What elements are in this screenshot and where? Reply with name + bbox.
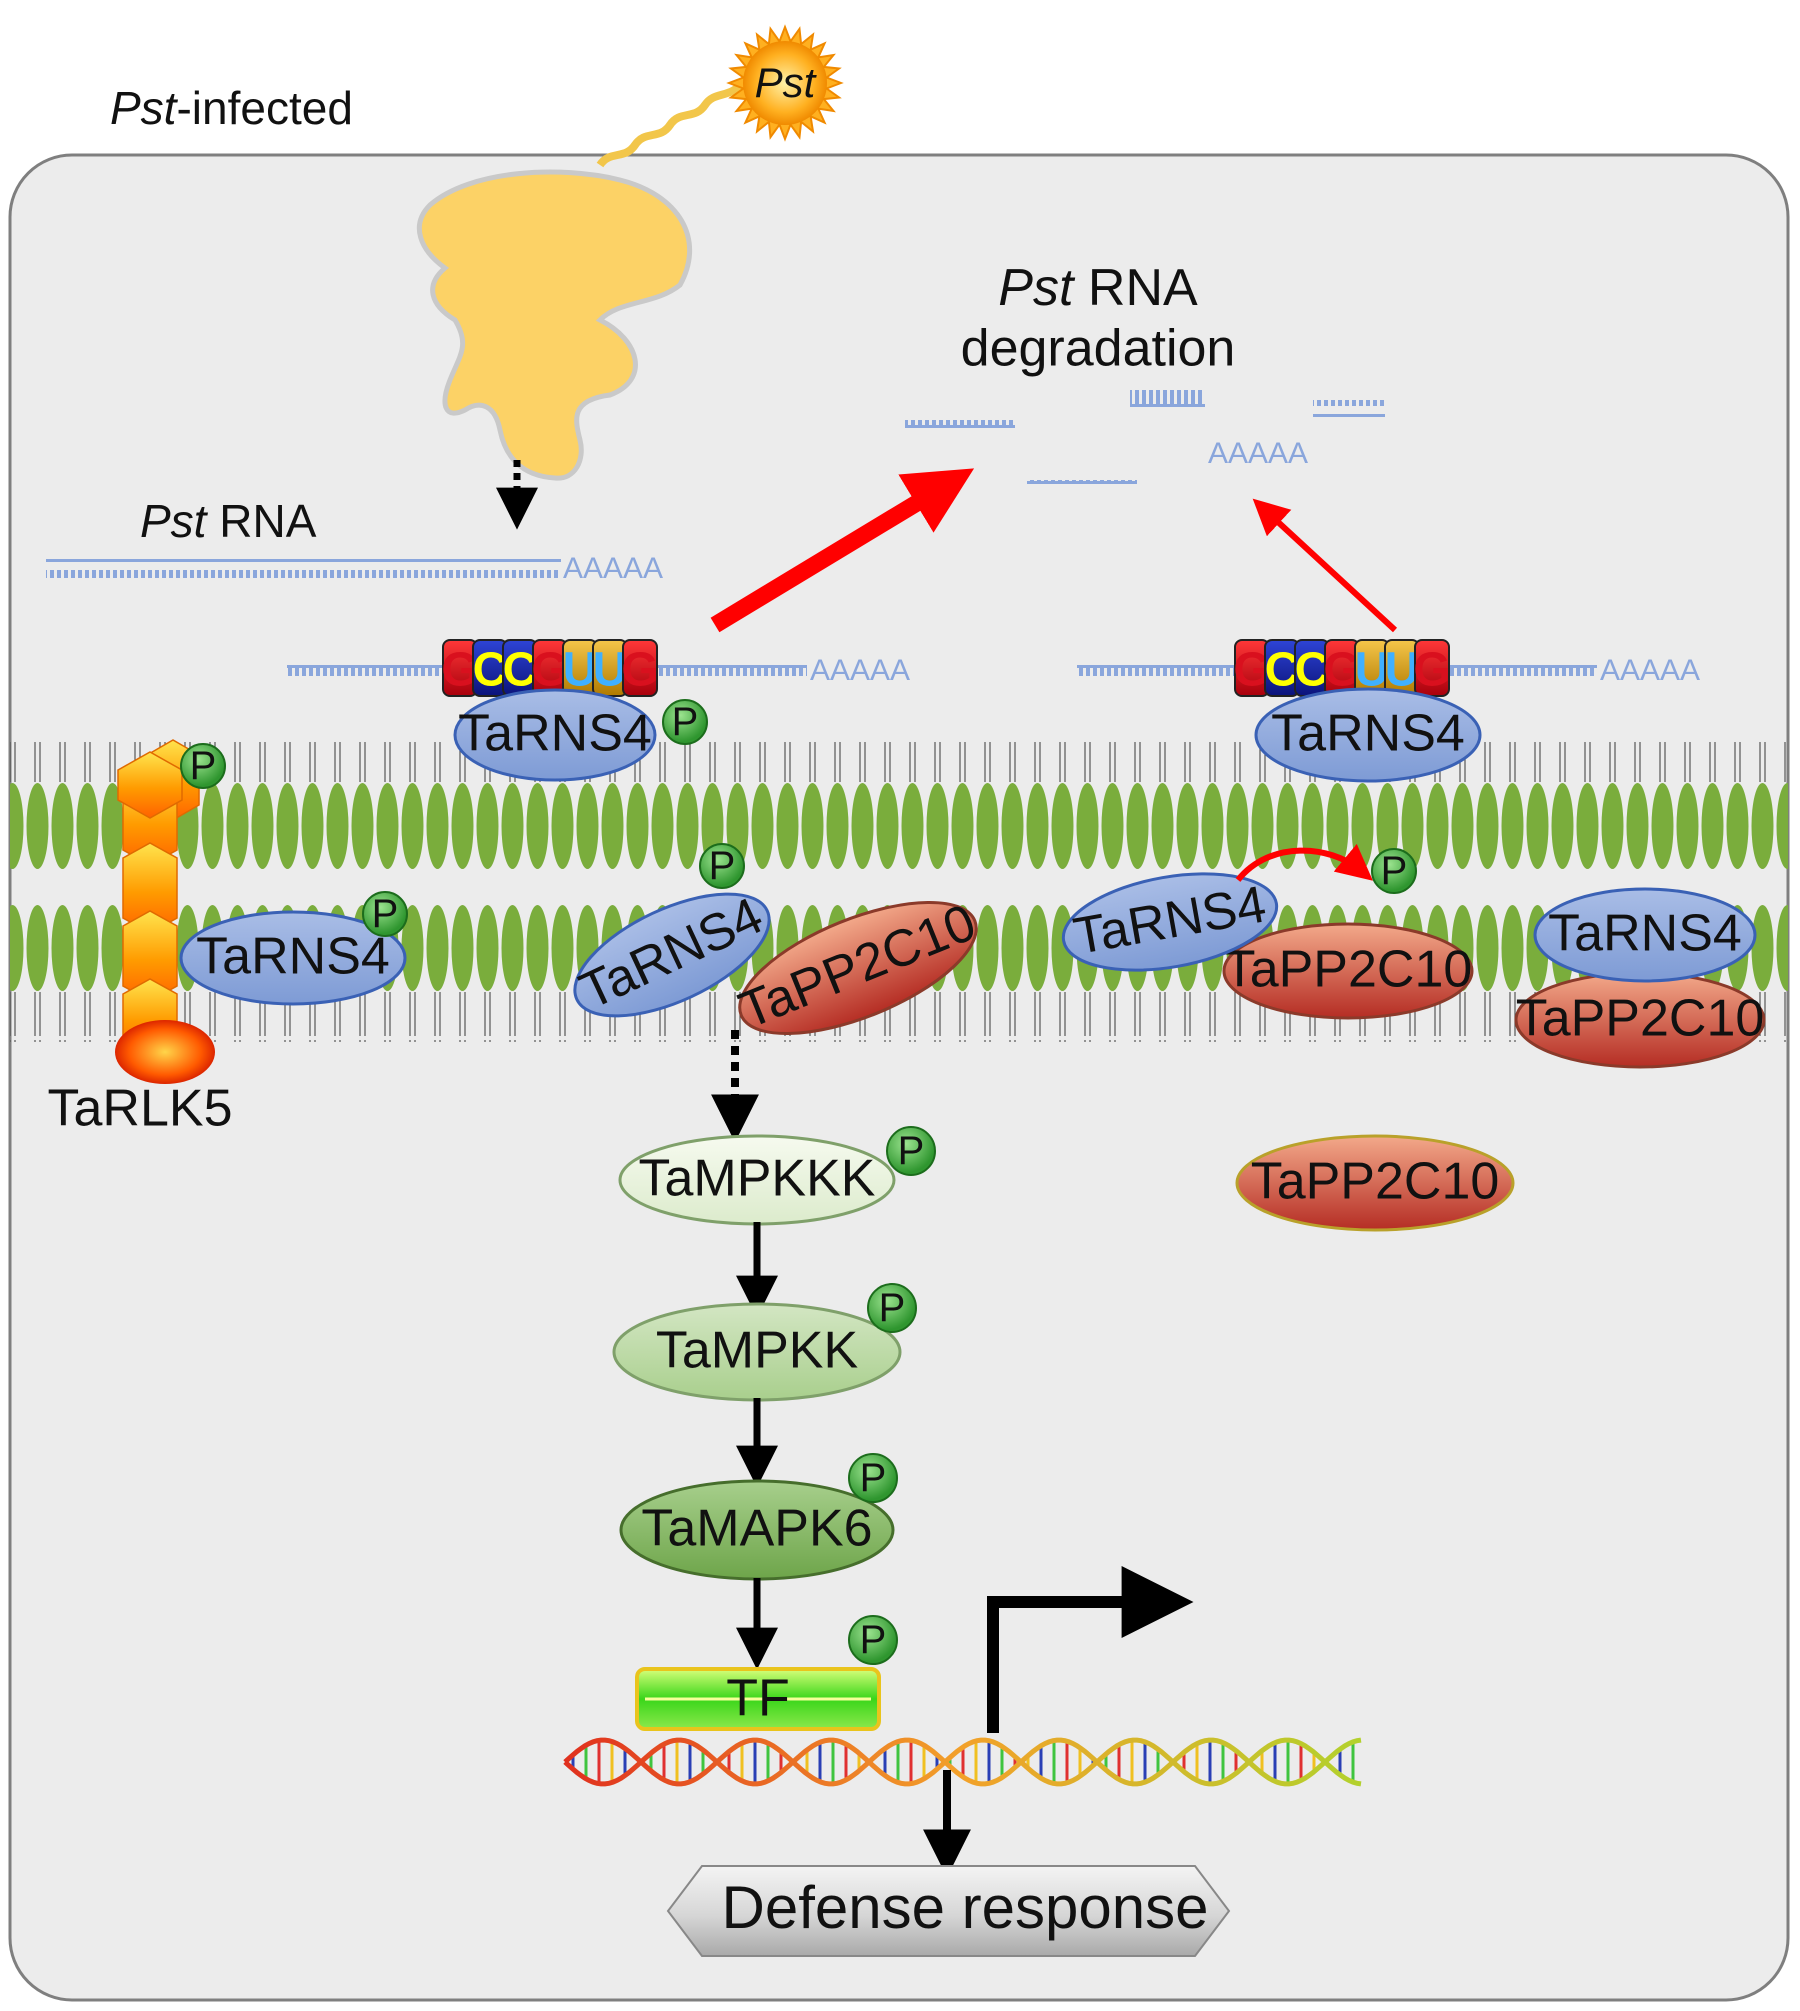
transcription-start-arrow (987, 1566, 1194, 1733)
svg-text:TaRNS4: TaRNS4 (1271, 705, 1465, 763)
rna-fragment (905, 411, 1015, 428)
svg-text:AAAAA: AAAAA (1600, 654, 1700, 687)
rna-fragments: AAAAA (905, 390, 1385, 484)
tamapk6-node: TaMAPK6 (619, 1479, 895, 1581)
svg-text:Defense response: Defense response (722, 1874, 1209, 1941)
svg-text:P: P (898, 1129, 925, 1173)
svg-text:P: P (860, 1618, 887, 1662)
svg-text:P: P (672, 700, 699, 744)
svg-text:G: G (621, 644, 658, 697)
poly-a-fragment: AAAAA (1208, 437, 1308, 470)
tapp2c10-far-right: TaPP2C10 (1514, 971, 1766, 1069)
degradation-label-line2: degradation (961, 320, 1236, 378)
degradation-arrow-weak (1252, 498, 1398, 633)
poly-a-tail: AAAAA (563, 552, 663, 585)
pst-rna-label: Pst RNA (140, 495, 317, 547)
svg-text:P: P (860, 1456, 887, 1500)
nucleotide-u: U (592, 639, 628, 697)
nucleotide-c: C (472, 639, 508, 697)
svg-text:TaRNS4: TaRNS4 (196, 928, 390, 986)
pst-rna-strand: AAAAA (46, 552, 663, 585)
svg-text:P: P (190, 744, 217, 788)
svg-text:TaRNS4: TaRNS4 (458, 705, 652, 763)
svg-text:TF: TF (726, 1670, 790, 1728)
svg-text:C: C (473, 644, 508, 697)
svg-text:U: U (1385, 644, 1420, 697)
svg-text:G: G (1413, 644, 1450, 697)
pst-pathogen: Pst (596, 24, 844, 168)
rna-fragment (1130, 390, 1205, 407)
defense-response-box: Defense response (666, 1865, 1231, 1957)
tarlk5-receptor (115, 739, 215, 1084)
degradation-label-line1: Pst RNA (998, 259, 1198, 317)
phospho-badge: P (362, 891, 408, 937)
tf-node: TF (635, 1667, 881, 1731)
degradation-arrow-strong (710, 468, 975, 633)
svg-text:TaPP2C10: TaPP2C10 (1516, 990, 1765, 1048)
svg-text:TaPP2C10: TaPP2C10 (1224, 941, 1473, 999)
svg-text:TaPP2C10: TaPP2C10 (1251, 1153, 1500, 1211)
nucleotide-u: U (1384, 639, 1420, 697)
svg-text:P: P (879, 1286, 906, 1330)
svg-text:C: C (1295, 644, 1330, 697)
svg-text:C: C (503, 644, 538, 697)
hypha-thread (596, 77, 749, 168)
svg-text:U: U (563, 644, 598, 697)
haustorium (416, 169, 693, 481)
svg-text:TaMPKKK: TaMPKKK (639, 1150, 876, 1208)
phospho-badge: P (848, 1615, 898, 1665)
dna-helix (563, 1737, 1362, 1787)
svg-text:TaRNS4: TaRNS4 (1548, 905, 1742, 963)
svg-text:AAAAA: AAAAA (810, 654, 910, 687)
svg-text:P: P (1381, 849, 1408, 893)
phospho-badge: P (848, 1453, 898, 1503)
infected-label: Pst-infected (110, 82, 353, 134)
svg-text:P: P (709, 844, 736, 888)
phospho-badge: P (867, 1283, 917, 1333)
phospho-badge: P (180, 743, 226, 789)
nucleotide-u: U (562, 639, 598, 697)
tarns4-rna-bound-left: TaRNS4 (453, 688, 657, 782)
nucleotide-g: G (621, 639, 659, 697)
dephosphorylation-arrow (1235, 843, 1373, 882)
tarns4-far-right: TaRNS4 (1533, 887, 1757, 983)
tampkk-node: TaMPKK (612, 1302, 902, 1402)
svg-text:TaMAPK6: TaMAPK6 (641, 1500, 872, 1558)
svg-text:U: U (593, 644, 628, 697)
svg-text:C: C (1265, 644, 1300, 697)
tampkkk-node: TaMPKKK (618, 1134, 896, 1226)
svg-text:P: P (372, 892, 399, 936)
rna-fragment (1313, 400, 1385, 417)
cell-boundary (8, 153, 1790, 2002)
phospho-badge: P (1371, 848, 1417, 894)
tarns4-receptor-bound: TaRNS4 (179, 910, 407, 1006)
nucleotide-g: G (441, 639, 479, 697)
svg-text:TaMPKK: TaMPKK (656, 1322, 859, 1380)
tarns4-rna-bound-right: TaRNS4 (1254, 687, 1482, 783)
tapp2c10-right: TaPP2C10 (1222, 922, 1474, 1020)
rna-fragment (1027, 467, 1137, 484)
tarlk5-label: TaRLK5 (48, 1080, 233, 1138)
nucleotide-g: G (1413, 639, 1451, 697)
phospho-badge: P (699, 843, 745, 889)
nucleotide-c: C (1264, 639, 1300, 697)
pst-sun-label: Pst (755, 59, 818, 106)
tapp2c10-free: TaPP2C10 (1235, 1134, 1515, 1232)
phospho-badge: P (886, 1126, 936, 1176)
phospho-badge: P (662, 699, 708, 745)
